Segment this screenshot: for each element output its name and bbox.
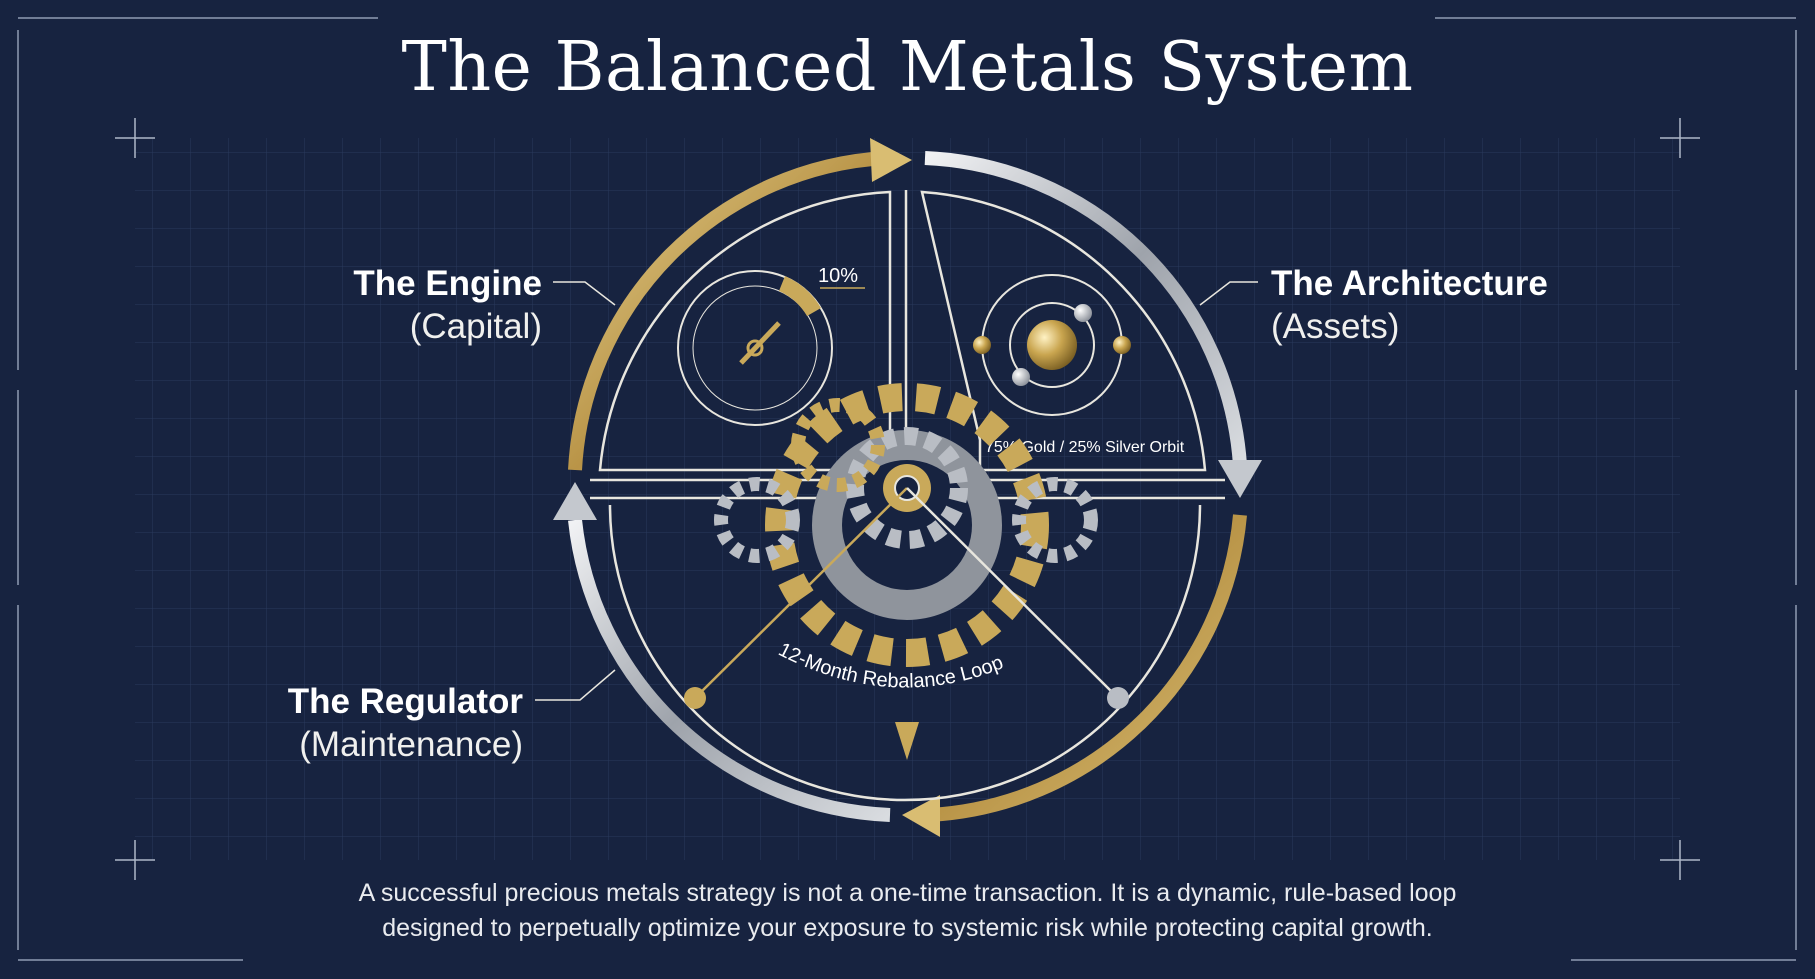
asset-orbit xyxy=(973,274,1131,416)
regulator-subtitle: (Maintenance) xyxy=(299,725,523,764)
engine-title: The Engine xyxy=(353,264,542,303)
gauge-value-label: 10% xyxy=(818,265,858,287)
frame-lines xyxy=(17,17,1797,961)
dial-marker xyxy=(895,722,919,760)
architecture-label: The Architecture (Assets) xyxy=(1271,262,1611,348)
footer-line-2: designed to perpetually optimize your ex… xyxy=(382,914,1433,942)
regulator-title: The Regulator xyxy=(287,682,523,721)
regulator-arrowhead-right xyxy=(902,795,940,837)
leader-lines xyxy=(535,281,1258,701)
architecture-arrow-arc xyxy=(924,151,1247,466)
silver-sphere-1 xyxy=(1074,304,1092,322)
gear-assembly xyxy=(714,383,1098,667)
footer-description: A successful precious metals strategy is… xyxy=(0,876,1815,946)
gold-sphere xyxy=(1027,320,1077,370)
architecture-title: The Architecture xyxy=(1271,264,1548,303)
engine-arrowhead xyxy=(870,138,912,182)
corner-crosshairs xyxy=(115,118,1700,880)
gold-dial-node xyxy=(684,687,706,709)
engine-arrow-arc xyxy=(568,151,886,471)
regulator-arrow-right-arc xyxy=(929,514,1247,822)
architecture-subtitle: (Assets) xyxy=(1271,307,1400,346)
regulator-arrowhead-left xyxy=(553,482,597,520)
orbit-caption: 75% Gold / 25% Silver Orbit xyxy=(985,439,1185,456)
architecture-arrowhead xyxy=(1218,460,1262,498)
dial-pointers xyxy=(694,487,1119,699)
regulator-arrow-left-arc xyxy=(568,519,891,822)
gold-sphere-left xyxy=(973,336,991,354)
regulator-label: The Regulator (Maintenance) xyxy=(200,680,523,766)
loop-arrows xyxy=(553,138,1262,837)
footer-line-1: A successful precious metals strategy is… xyxy=(358,879,1457,907)
gold-sphere-right xyxy=(1113,336,1131,354)
engine-label: The Engine (Capital) xyxy=(252,262,542,348)
page-title: The Balanced Metals System xyxy=(401,28,1414,107)
capital-gauge xyxy=(677,270,833,426)
silver-sphere-2 xyxy=(1012,368,1030,386)
silver-dial-node xyxy=(1107,687,1129,709)
engine-subtitle: (Capital) xyxy=(409,307,542,346)
